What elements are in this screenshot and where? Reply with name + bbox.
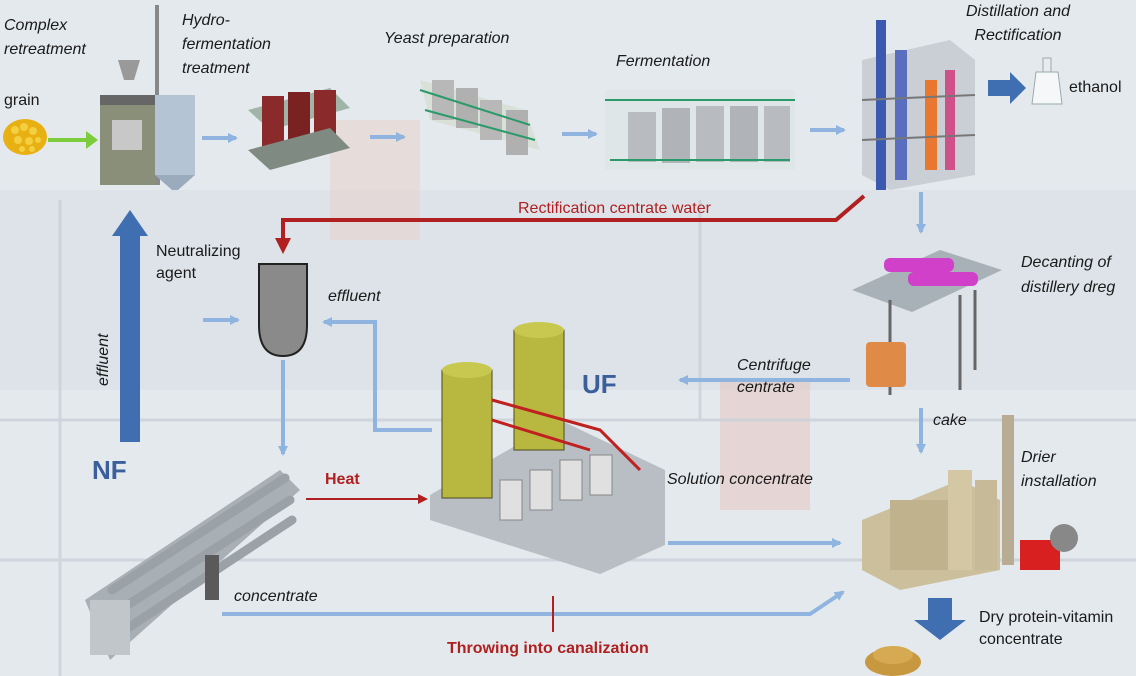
label-hydro-fermentation: Hydro-fermentation treatment (182, 12, 271, 77)
fermentation-icon (605, 90, 795, 170)
label-complex-retreatment: Complex retreatment (4, 17, 86, 58)
label-effluent-vertical: effluent (95, 333, 112, 386)
label-distillation: Distillation and Rectification (965, 3, 1071, 44)
neutralizer-vessel-icon (258, 263, 308, 358)
dry-concentrate-arrow (914, 598, 966, 640)
distillation-icon (861, 20, 976, 190)
label-solution-concentrate: Solution concentrate (667, 471, 813, 488)
protein-pile-icon (865, 646, 921, 676)
label-centrifuge-centrate: Centrifuge centrate (737, 357, 811, 396)
nf-unit-icon (85, 470, 300, 660)
heat-arrowhead (418, 494, 428, 504)
grain-icon (3, 119, 47, 155)
label-fermentation: Fermentation (616, 53, 711, 70)
label-effluent: effluent (328, 288, 381, 305)
label-uf: UF (582, 369, 617, 399)
decanting-icon (852, 250, 1002, 395)
green-arrowhead (86, 131, 98, 149)
label-grain: grain (4, 92, 40, 109)
label-yeast-preparation: Yeast preparation (384, 30, 510, 47)
ethanol-bottle-icon (1031, 57, 1063, 105)
arrow-uf-effluent (322, 317, 432, 432)
yeast-preparation-icon (419, 80, 540, 155)
label-neutralizing-agent: Neutralizing agent (156, 243, 241, 282)
label-concentrate: concentrate (234, 588, 318, 605)
label-nf: NF (92, 455, 127, 485)
label-heat: Heat (325, 471, 360, 488)
label-rectification-water: Rectification centrate water (518, 200, 711, 217)
hydro-fermentation-tanks-icon (248, 88, 350, 170)
retreatment-equipment-icon (100, 5, 195, 190)
label-dry-protein: Dry protein-vitamin concentrate (979, 609, 1114, 648)
label-cake: cake (933, 412, 967, 429)
nf-effluent-arrow (112, 210, 148, 442)
label-throwing: Throwing into canalization (447, 640, 649, 657)
rectification-arrow (275, 194, 866, 254)
label-ethanol: ethanol (1069, 79, 1122, 96)
label-decanting: Decanting of distillery dreg (1021, 254, 1116, 296)
arrow-nf-concentrate (222, 590, 845, 616)
ethanol-arrow (988, 72, 1026, 104)
label-drier: Drier installation (1021, 449, 1097, 490)
uf-unit-icon (430, 322, 665, 574)
drier-icon (862, 415, 1078, 590)
